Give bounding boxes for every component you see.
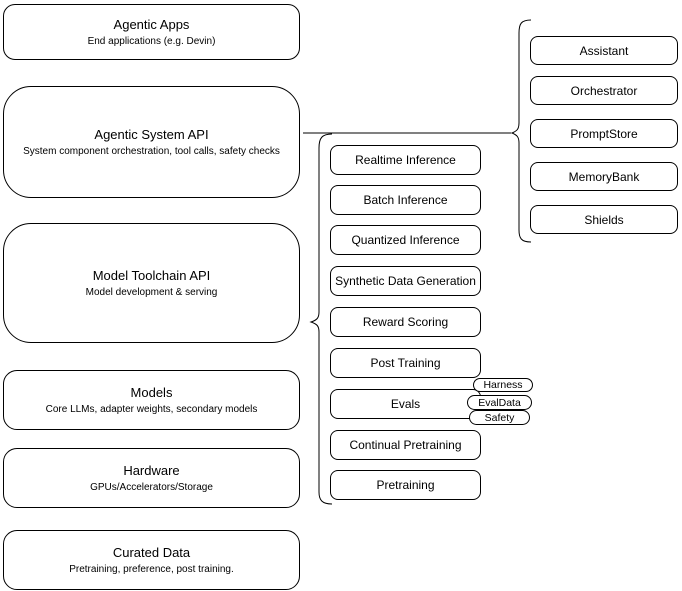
evals-tag-harness: Harness: [473, 378, 533, 392]
node-subtitle: Pretraining, preference, post training.: [69, 563, 234, 575]
node-hardware: Hardware GPUs/Accelerators/Storage: [3, 448, 300, 508]
toolchain-brace: [309, 133, 333, 505]
node-subtitle: GPUs/Accelerators/Storage: [90, 481, 213, 493]
node-title: Curated Data: [112, 544, 191, 560]
node-title: Models: [130, 384, 173, 400]
toolchain-item-evals: Evals: [330, 389, 481, 419]
component-item-promptstore: PromptStore: [530, 119, 678, 148]
toolchain-item-batch-inference: Batch Inference: [330, 185, 481, 215]
component-item-assistant: Assistant: [530, 36, 678, 65]
node-subtitle: End applications (e.g. Devin): [87, 35, 216, 47]
node-title: Hardware: [123, 462, 180, 478]
node-subtitle: System component orchestration, tool cal…: [23, 145, 280, 157]
components-brace: [510, 19, 532, 243]
node-title: Model Toolchain API: [92, 267, 211, 283]
toolchain-item-quantized-inference: Quantized Inference: [330, 225, 481, 255]
component-item-memorybank: MemoryBank: [530, 162, 678, 191]
node-subtitle: Core LLMs, adapter weights, secondary mo…: [45, 403, 258, 415]
node-agentic-system-api: Agentic System API System component orch…: [3, 86, 300, 198]
node-curated-data: Curated Data Pretraining, preference, po…: [3, 530, 300, 590]
toolchain-item-realtime-inference: Realtime Inference: [330, 145, 481, 175]
toolchain-item-pretraining: Pretraining: [330, 470, 481, 500]
toolchain-item-synthetic-data-generation: Synthetic Data Generation: [330, 266, 481, 296]
toolchain-item-reward-scoring: Reward Scoring: [330, 307, 481, 337]
component-item-orchestrator: Orchestrator: [530, 76, 678, 105]
node-title: Agentic Apps: [113, 16, 190, 32]
evals-tag-safety: Safety: [469, 410, 530, 425]
node-models: Models Core LLMs, adapter weights, secon…: [3, 370, 300, 430]
component-item-shields: Shields: [530, 205, 678, 234]
toolchain-item-continual-pretraining: Continual Pretraining: [330, 430, 481, 460]
toolchain-item-post-training: Post Training: [330, 348, 481, 378]
node-title: Agentic System API: [94, 126, 209, 142]
node-subtitle: Model development & serving: [85, 286, 218, 298]
evals-tag-evaldata: EvalData: [467, 395, 532, 410]
node-model-toolchain-api: Model Toolchain API Model development & …: [3, 223, 300, 343]
node-agentic-apps: Agentic Apps End applications (e.g. Devi…: [3, 4, 300, 60]
